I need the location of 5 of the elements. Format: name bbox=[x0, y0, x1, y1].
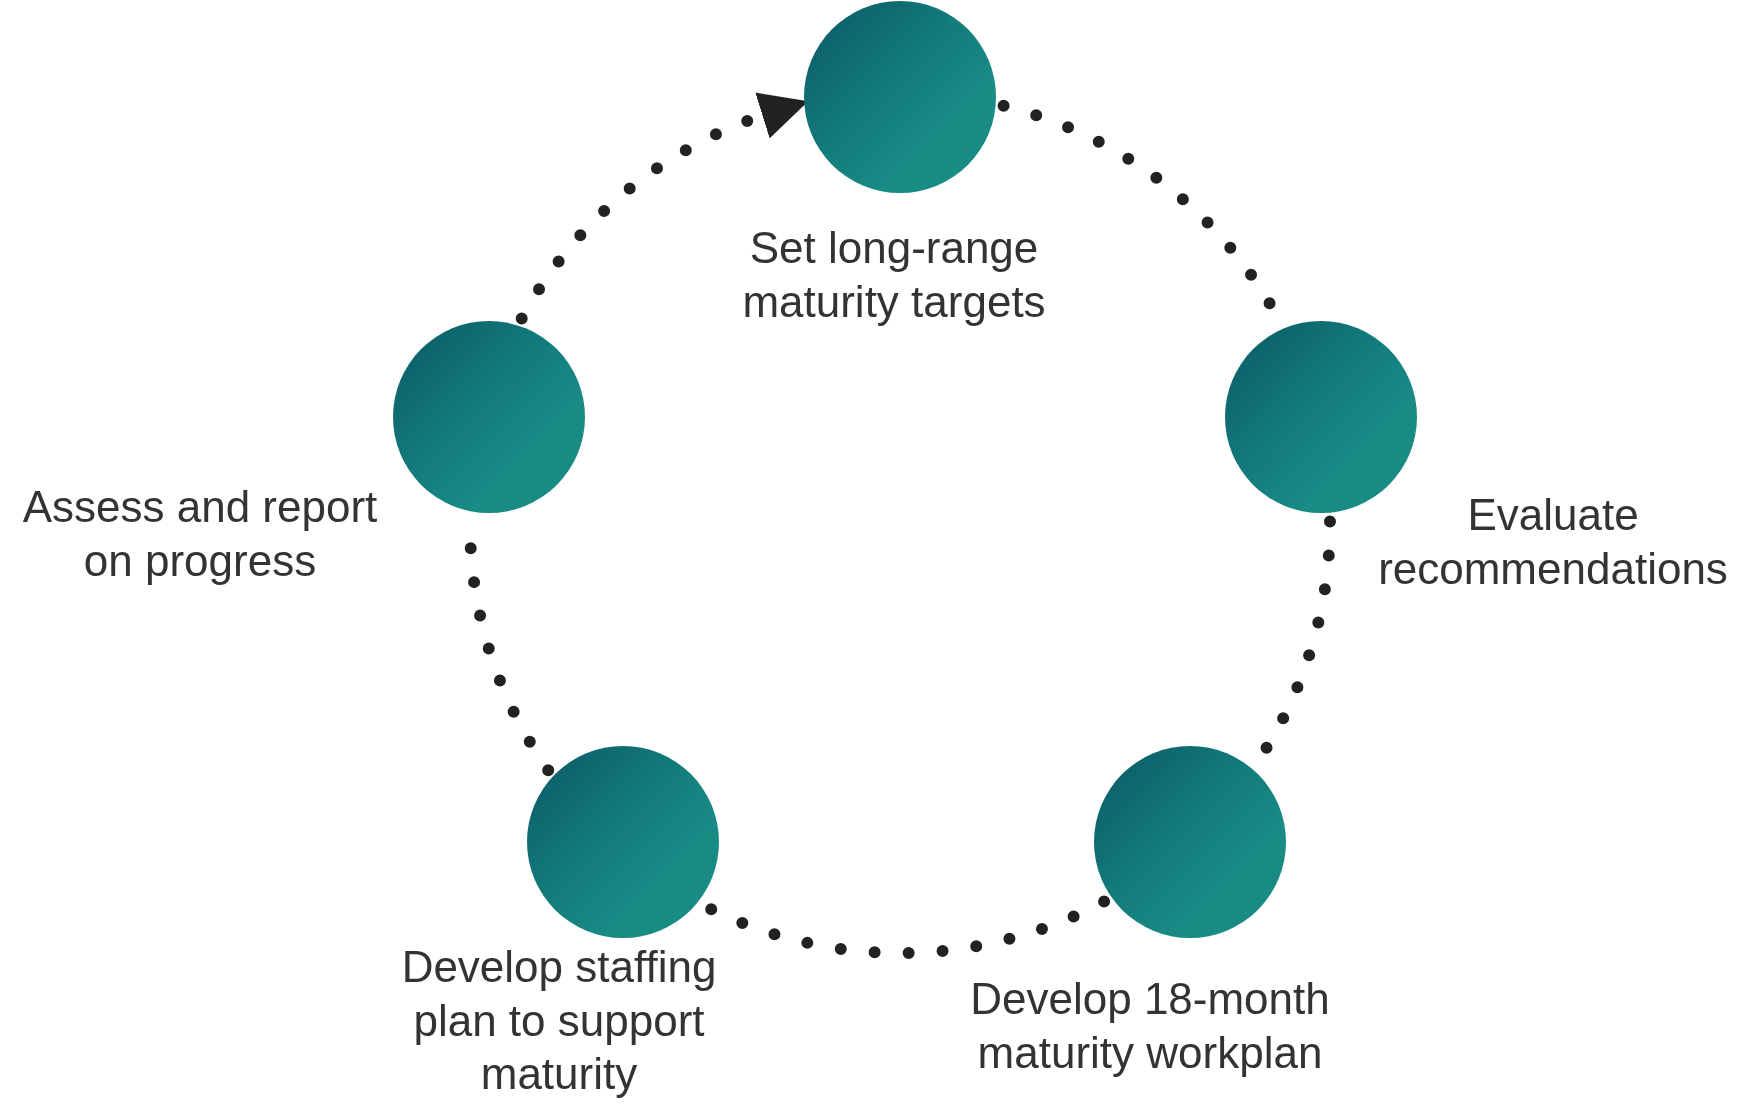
step-label: Set long-range maturity targets bbox=[741, 222, 1047, 328]
step-label: Develop 18-month maturity workplan bbox=[969, 973, 1331, 1079]
step-label: Develop staffing plan to support maturity bbox=[400, 941, 718, 1101]
step-label: Evaluate recommendations bbox=[1377, 489, 1729, 595]
step-label: Assess and report on progress bbox=[21, 481, 379, 587]
